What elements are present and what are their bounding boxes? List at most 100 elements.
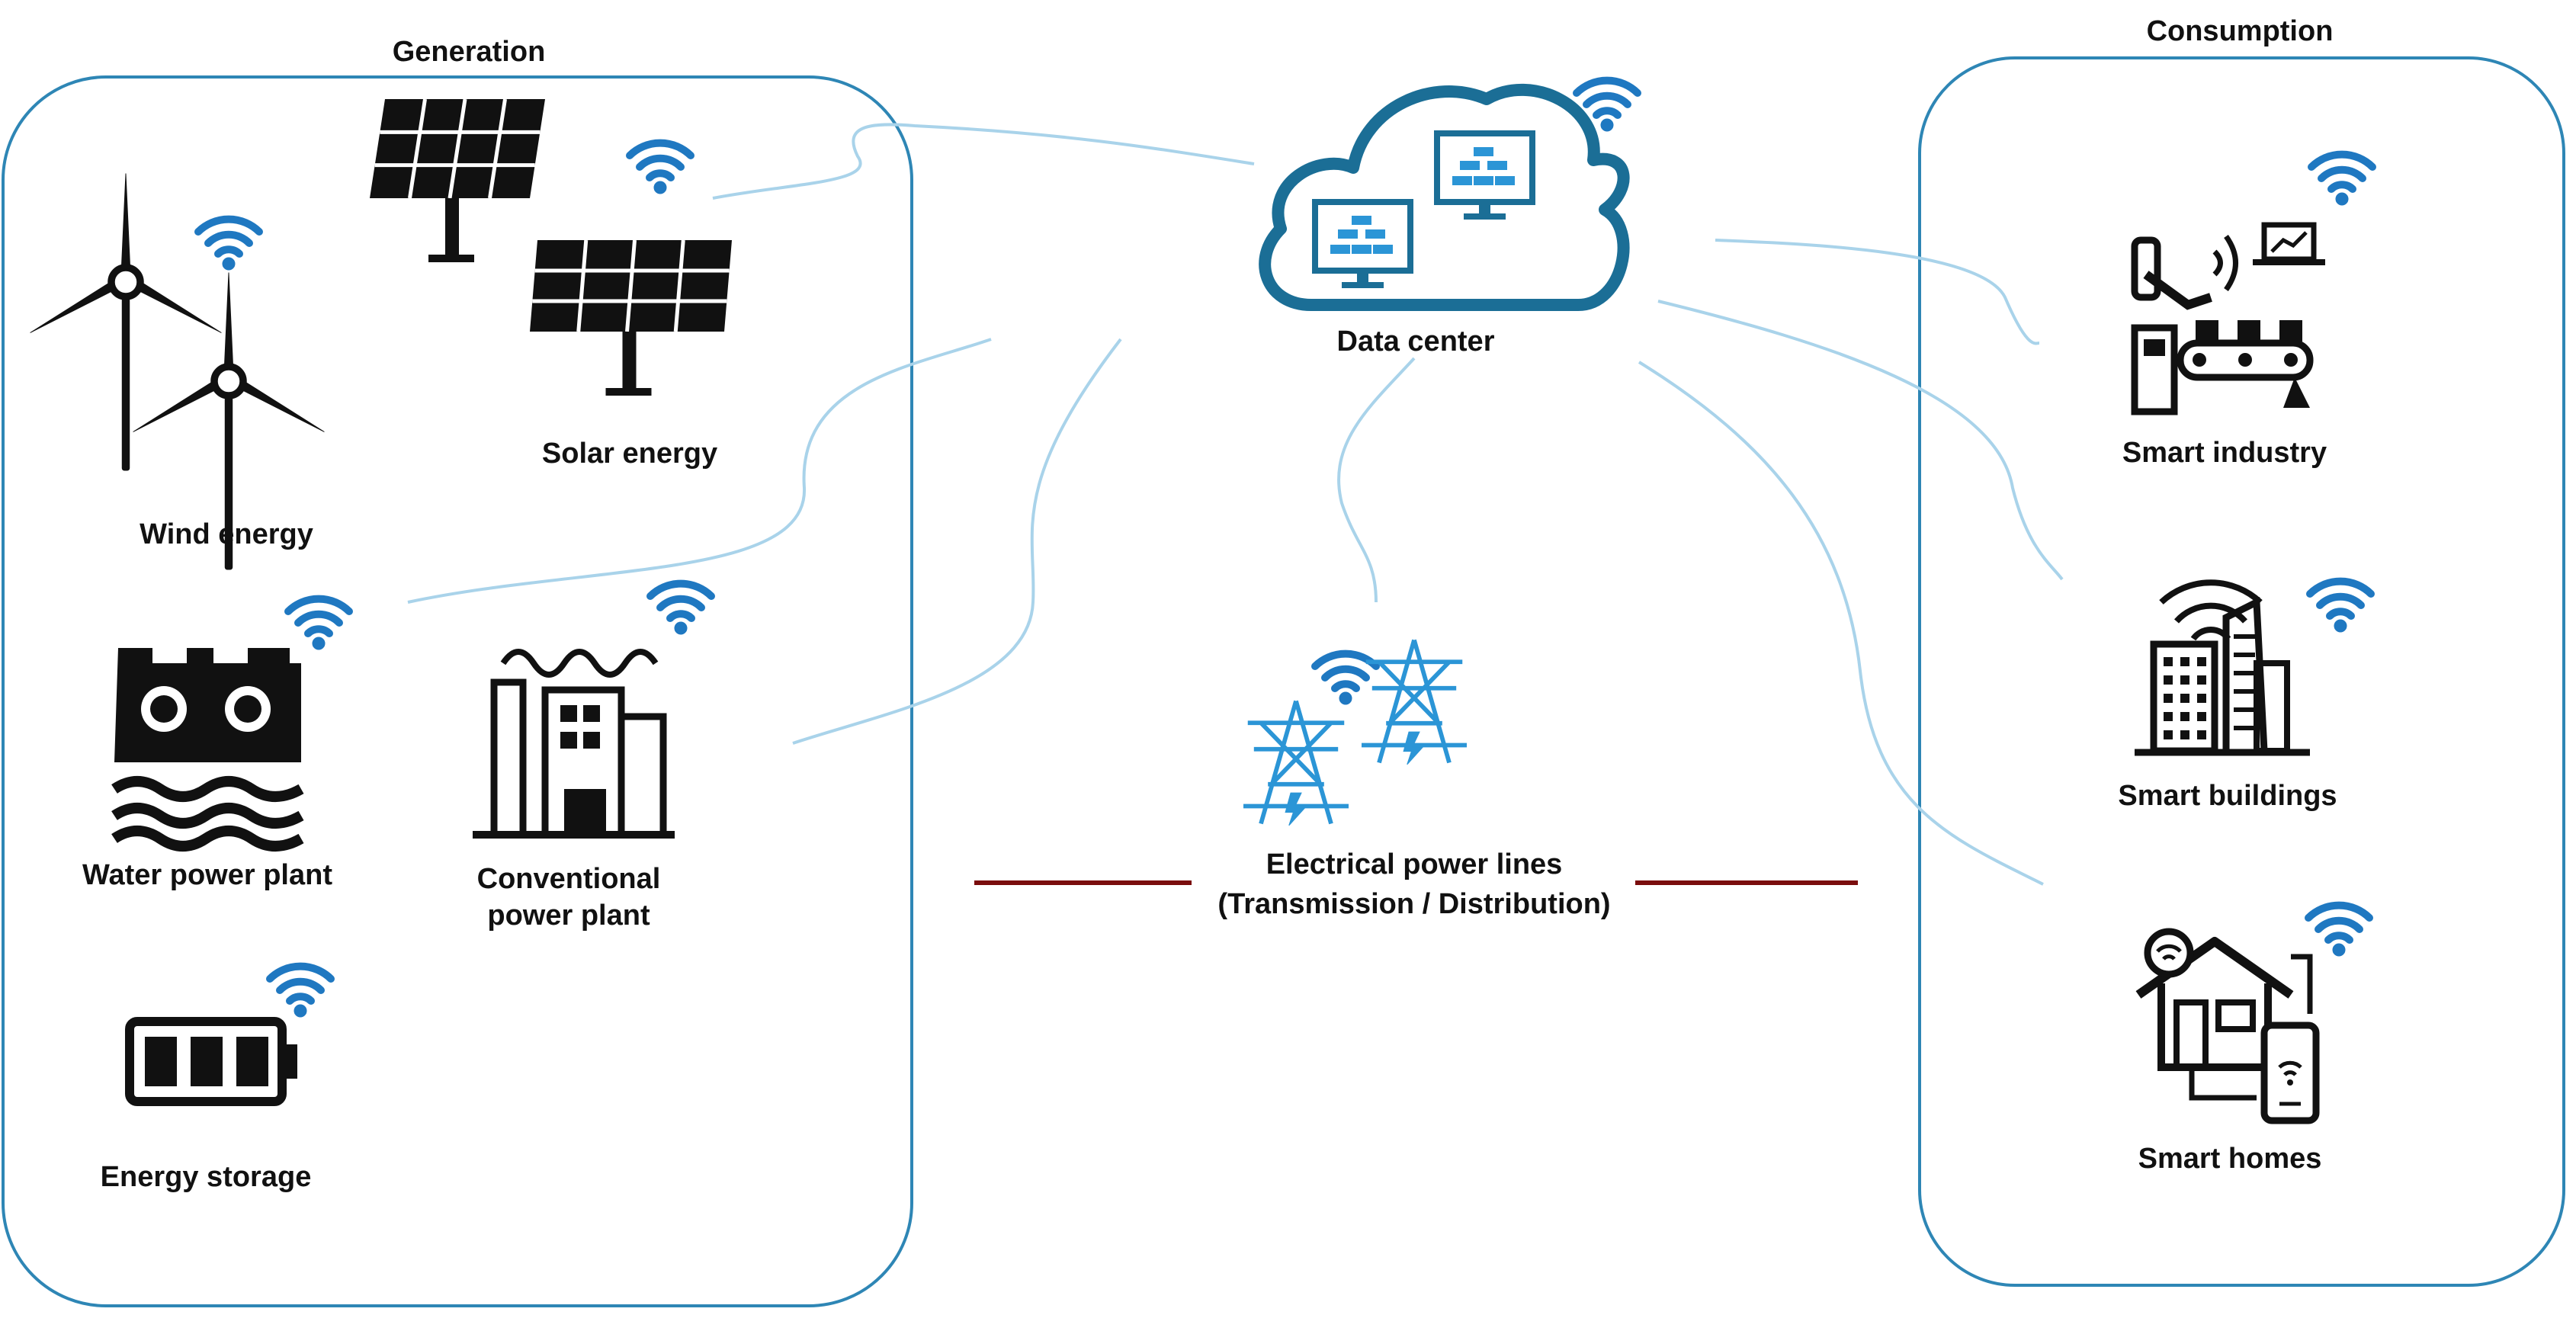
turbine-icon: [30, 174, 222, 471]
generation-group-box: [2, 75, 913, 1307]
server-block: [1487, 161, 1507, 170]
monitor-icon: [1434, 130, 1535, 220]
power-lines-label-2: (Transmission / Distribution): [1217, 888, 1610, 920]
server-block: [1338, 229, 1358, 239]
solar-panel-icon: [370, 98, 545, 262]
panel-post: [622, 332, 637, 393]
conventional-label-2: power plant: [487, 900, 650, 932]
panel-post: [445, 198, 459, 259]
control-panel: [2131, 324, 2178, 415]
building-window: [2180, 712, 2189, 721]
building-window: [2197, 694, 2206, 703]
consumption-title: Consumption: [2147, 15, 2334, 47]
tower-icon: [1362, 640, 1467, 765]
chimney: [490, 678, 527, 839]
chart-line-icon: [2270, 231, 2308, 253]
factory-icon: [473, 649, 675, 839]
conveyor-roller: [2193, 353, 2206, 367]
building-window: [2197, 657, 2206, 666]
wifi-icon: [2310, 582, 2371, 632]
server-block: [1330, 245, 1350, 254]
robot-arm-base: [2131, 236, 2161, 301]
connector-line: [2189, 1067, 2257, 1101]
monitor-stand: [1357, 271, 1368, 284]
house-window: [2215, 999, 2256, 1032]
control-screen: [2144, 339, 2165, 356]
building-window: [2197, 675, 2206, 685]
water-wave: [111, 803, 304, 829]
server-block: [1373, 245, 1393, 254]
battery-terminal: [282, 1044, 297, 1079]
package: [2238, 320, 2260, 342]
monitor-stand: [1479, 202, 1490, 216]
link-conventional-datacenter: [792, 338, 1122, 745]
house-door: [2173, 999, 2209, 1070]
building-window: [2164, 675, 2173, 685]
server-block: [1495, 176, 1515, 185]
window: [583, 732, 600, 749]
data-center-label: Data center: [1337, 326, 1495, 358]
window: [560, 732, 577, 749]
phone-wifi: [2278, 1060, 2302, 1076]
side-building: [618, 713, 667, 839]
building-window: [2180, 730, 2189, 739]
link-datacenter-powerlines: [1337, 357, 1416, 603]
panel-grid: [488, 98, 507, 199]
monitor-base: [1342, 282, 1384, 288]
door: [564, 789, 606, 835]
building-window: [2164, 730, 2173, 739]
battery-cell: [236, 1037, 268, 1086]
building-window: [2180, 675, 2189, 685]
turbine-outlet-core: [150, 695, 178, 723]
server-block: [1365, 229, 1385, 239]
link-solar-datacenter: [712, 123, 1255, 200]
wifi-badge: [2144, 928, 2194, 978]
server-block: [1452, 176, 1472, 185]
solar-energy-label: Solar energy: [542, 438, 717, 470]
building-window: [2180, 694, 2189, 703]
smart-industry-label: Smart industry: [2122, 437, 2327, 469]
monitor-frame: [1434, 130, 1535, 205]
building-window: [2164, 657, 2173, 666]
skyscraper-icon: [2135, 579, 2310, 756]
panel-base: [605, 388, 652, 396]
panel-grid: [576, 239, 589, 332]
panel-grid: [408, 98, 427, 199]
server-block: [1460, 161, 1480, 170]
link-datacenter-industry: [1715, 239, 2040, 345]
smart-home-icon: [2135, 928, 2320, 1124]
generation-title: Generation: [393, 36, 546, 68]
dam-icon: [111, 648, 304, 852]
building-window: [2197, 730, 2206, 739]
solar-panel-icon: [530, 239, 732, 396]
wind-energy-label: Wind energy: [140, 518, 313, 550]
monitor-frame: [1312, 199, 1413, 274]
water-wave: [111, 776, 304, 802]
wifi-badge-waves: [2156, 944, 2182, 961]
turbine-outlet-core: [234, 695, 261, 723]
link-datacenter-buildings: [1657, 300, 2064, 581]
server-block: [1474, 147, 1493, 156]
power-lines-label-1: Electrical power lines: [1266, 848, 1563, 880]
consumption-group-box: [1918, 56, 2565, 1287]
wifi-icon: [630, 143, 691, 194]
wifi-icon: [270, 967, 331, 1017]
robot-arm: [2143, 271, 2212, 310]
wifi-icon: [2308, 906, 2369, 956]
dam-wall: [114, 648, 301, 762]
connector-line: [2291, 954, 2313, 1014]
tower-right: [2222, 596, 2268, 752]
monitor-icon: [1312, 199, 1413, 288]
battery-cell: [191, 1037, 223, 1086]
cloud-server-icon: [1259, 83, 1630, 311]
building-window: [2164, 694, 2173, 703]
window: [583, 705, 600, 722]
phone-wifi-dot: [2287, 1079, 2293, 1086]
water-power-plant-label: Water power plant: [82, 859, 332, 891]
link-water-datacenter: [407, 338, 992, 604]
panel-grid: [448, 98, 467, 199]
server-block: [1352, 216, 1371, 225]
energy-storage-label: Energy storage: [101, 1161, 312, 1193]
server-block: [1352, 245, 1371, 254]
battery-icon: [125, 1017, 297, 1106]
